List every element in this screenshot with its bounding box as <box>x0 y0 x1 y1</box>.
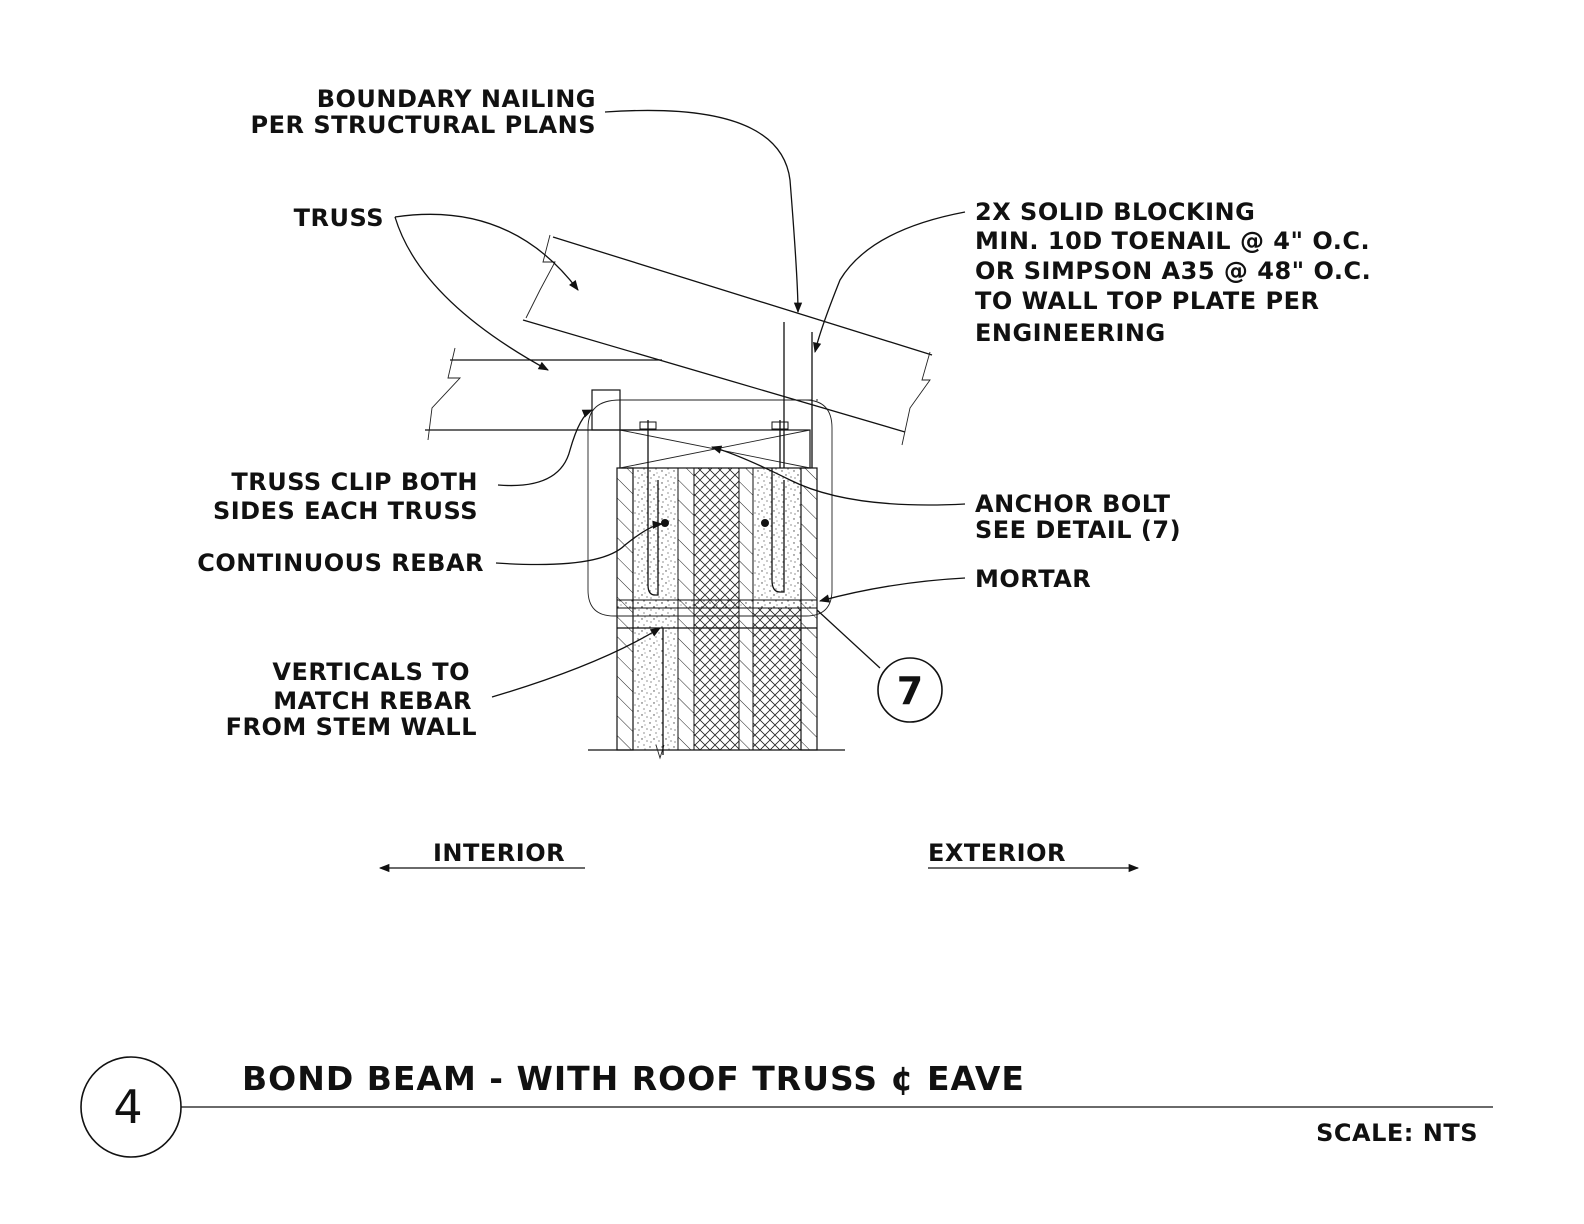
truss-label: TRUSS <box>294 204 384 232</box>
anchor-bolt-line-2: SEE DETAIL (7) <box>975 516 1181 544</box>
truss-top-chord-upper <box>552 236 933 356</box>
continuous-rebar-right <box>761 519 769 527</box>
leader-anchor-bolt <box>711 445 966 506</box>
solid-blocking-line-2: MIN. 10D TOENAIL @ 4" O.C. <box>975 227 1370 255</box>
leader-truss-2 <box>394 216 549 371</box>
vertical-rebar-left <box>647 468 659 596</box>
truss-clip <box>591 389 621 431</box>
anchor-nut-left <box>639 421 657 430</box>
detail-number: 4 <box>113 1080 142 1134</box>
truss-clip-line-2: SIDES EACH TRUSS <box>213 497 478 525</box>
insulation-core <box>693 467 740 751</box>
detail-reference-number: 7 <box>897 669 923 713</box>
grout-cell-right <box>752 467 802 609</box>
callout-labels: BOUNDARY NAILING PER STRUCTURAL PLANS TR… <box>197 85 1371 741</box>
continuous-rebar-label: CONTINUOUS REBAR <box>197 549 484 577</box>
break-mark-eave <box>901 351 931 446</box>
boundary-nailing-line-2: PER STRUCTURAL PLANS <box>251 111 596 139</box>
exterior-label: EXTERIOR <box>928 839 1066 867</box>
continuous-rebar-left <box>661 519 669 527</box>
mortar-joint <box>616 599 818 609</box>
leader-truss-1 <box>394 213 579 291</box>
detail-cloud <box>587 399 833 617</box>
leader-continuous-rebar <box>495 520 664 566</box>
solid-blocking-line-4: TO WALL TOP PLATE PER <box>975 287 1319 315</box>
masonry-wall <box>587 399 845 760</box>
break-mark-lower <box>427 347 462 441</box>
truss-framing <box>425 234 933 468</box>
detail-reference-bubble: 7 <box>877 657 943 723</box>
leader-verticals <box>491 627 661 698</box>
leader-detail-ref <box>816 609 881 669</box>
boundary-nailing-line-1: BOUNDARY NAILING <box>317 85 596 113</box>
solid-blocking-line-1: 2X SOLID BLOCKING <box>975 198 1255 226</box>
direction-indicators: INTERIOR EXTERIOR <box>378 839 1140 873</box>
break-mark-upper <box>525 234 556 319</box>
interior-label: INTERIOR <box>433 839 565 867</box>
title-block: 4 BOND BEAM - WITH ROOF TRUSS ¢ EAVE SCA… <box>80 1056 1493 1158</box>
detail-title: BOND BEAM - WITH ROOF TRUSS ¢ EAVE <box>242 1059 1025 1098</box>
solid-blocking-line-3: OR SIMPSON A35 @ 48" O.C. <box>975 257 1371 285</box>
detail-scale: SCALE: NTS <box>1316 1119 1478 1147</box>
verticals-line-2: MATCH REBAR <box>273 687 472 715</box>
insulation-core-lower <box>752 607 802 751</box>
leader-truss-clip <box>497 409 593 487</box>
verticals-line-1: VERTICALS TO <box>272 658 470 686</box>
interior-face-shell <box>616 467 634 751</box>
anchor-nut-right <box>771 421 789 430</box>
truss-clip-line-1: TRUSS CLIP BOTH <box>231 468 478 496</box>
solid-blocking <box>619 429 811 469</box>
leader-boundary-nailing <box>604 109 803 314</box>
solid-blocking-line-5: ENGINEERING <box>975 319 1166 347</box>
anchor-bolt-line-1: ANCHOR BOLT <box>975 490 1171 518</box>
leaders <box>394 109 966 698</box>
vertical-rebar-right <box>771 468 785 593</box>
exterior-face-shell <box>800 467 818 751</box>
leader-blocking <box>813 211 966 354</box>
cmu-web <box>677 467 695 751</box>
top-plate <box>591 389 811 469</box>
truss-top-chord-lower <box>522 319 906 433</box>
cmu-web-2 <box>738 467 754 751</box>
verticals-line-3: FROM STEM WALL <box>226 713 477 741</box>
leader-mortar <box>818 577 966 603</box>
grout-cell-left <box>632 467 679 751</box>
mortar-label: MORTAR <box>975 565 1091 593</box>
